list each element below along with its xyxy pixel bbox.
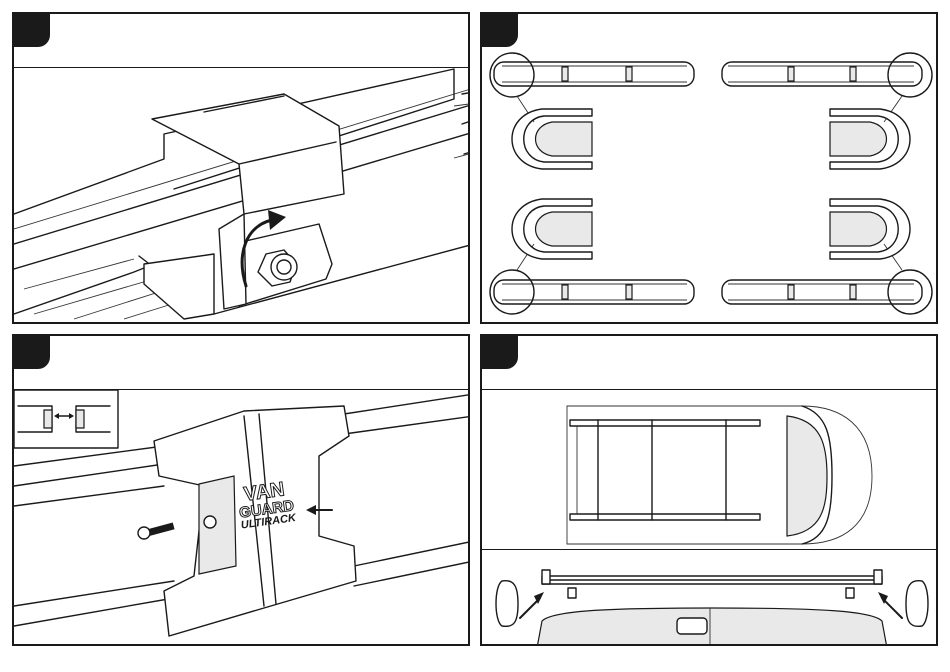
detail-circle-icon <box>490 53 932 314</box>
van-illustration <box>482 336 938 646</box>
top-left-rail <box>494 62 694 86</box>
bottom-left-rail <box>494 280 694 304</box>
vanguard-logo: VAN GUARD ULTIRACK <box>233 478 299 532</box>
clamp-illustration <box>14 14 470 324</box>
end-cap-illustration <box>482 14 938 324</box>
step-panel-1 <box>12 12 470 324</box>
bottom-right-rail <box>722 280 922 304</box>
top-right-rail <box>722 62 922 86</box>
van-top-view <box>567 406 872 544</box>
step-panel-2 <box>480 12 938 324</box>
van-rear-view <box>496 570 928 646</box>
inset-detail <box>14 390 118 448</box>
step-panel-4 <box>480 334 938 646</box>
step-panel-3: VAN GUARD ULTIRACK <box>12 334 470 646</box>
end-cap-detail <box>512 109 910 259</box>
